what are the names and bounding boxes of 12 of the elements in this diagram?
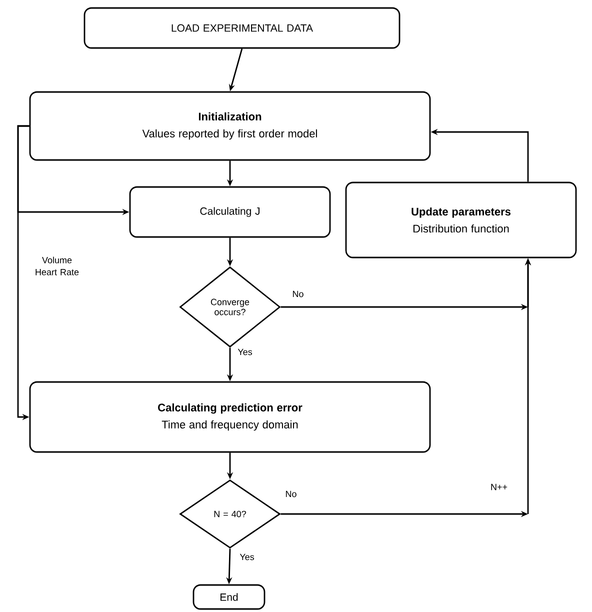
edge-label: Yes (236, 348, 254, 356)
process-box: Calculating prediction error Time and frequency domain (29, 381, 431, 453)
note-label: Volume Heart Rate (36, 256, 79, 276)
process-box: Update parameters Distribution function (345, 182, 577, 258)
process-box: Initialization Values reported by first order model (29, 91, 431, 161)
process-box: End (192, 584, 266, 610)
process-box: LOAD EXPERIMENTAL DATA (84, 7, 400, 49)
edge-label: No (284, 490, 298, 498)
note-label: N++ (491, 484, 508, 490)
process-box: Calculating J (129, 186, 331, 238)
edge-label: No (291, 290, 305, 298)
edge-label: Yes (238, 552, 256, 562)
